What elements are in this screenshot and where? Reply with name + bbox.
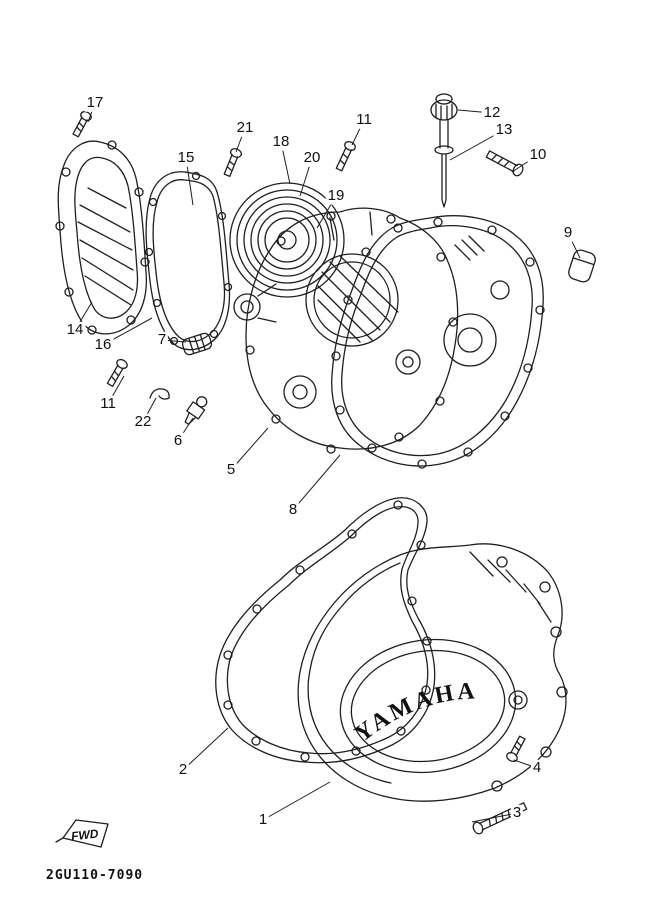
callout-5: 5 <box>224 460 238 479</box>
callout-13: 13 <box>493 120 515 139</box>
callout-16: 16 <box>92 335 114 354</box>
callout-6: 6 <box>171 431 185 450</box>
part-cap <box>568 249 596 283</box>
callout-15: 15 <box>175 148 197 167</box>
callout-22: 22 <box>132 412 154 431</box>
fwd-label: FWD <box>70 827 99 844</box>
fwd-flag <box>55 819 109 848</box>
part-dipstick <box>430 93 458 208</box>
callout-9: 9 <box>561 223 575 242</box>
part-clip <box>149 388 170 400</box>
part-crankcase-inner <box>233 207 459 454</box>
callout-4: 4 <box>530 758 544 777</box>
callout-8: 8 <box>286 500 300 519</box>
part-round-housing <box>229 182 345 298</box>
callout-21: 21 <box>234 118 256 137</box>
callout-11: 11 <box>98 394 118 413</box>
callout-10: 10 <box>527 145 549 164</box>
part-cover-right <box>331 215 545 469</box>
leader-lines <box>74 102 581 823</box>
callout-20: 20 <box>301 148 323 167</box>
callout-18: 18 <box>270 132 292 151</box>
callout-17: 17 <box>84 93 106 112</box>
callout-12: 12 <box>481 103 503 122</box>
callout-2: 2 <box>176 760 190 779</box>
part-stator-cover <box>55 140 150 335</box>
callout-7: 7 <box>155 330 169 349</box>
part-plug <box>184 396 208 425</box>
yamaha-logo-text: YAMAHA <box>350 678 478 747</box>
part-cover-bottom: YAMAHA <box>297 543 568 802</box>
callout-3: 3 <box>510 803 524 822</box>
part-gasket-bottom <box>215 497 436 764</box>
callout-19: 19 <box>325 186 347 205</box>
part-gasket-left <box>144 171 233 351</box>
callout-11: 11 <box>354 110 374 129</box>
callout-1: 1 <box>256 810 270 829</box>
part-bushing <box>181 332 213 356</box>
part-bolts <box>72 110 528 835</box>
part-code: 2GU110-7090 <box>46 868 144 883</box>
callout-14: 14 <box>64 320 86 339</box>
